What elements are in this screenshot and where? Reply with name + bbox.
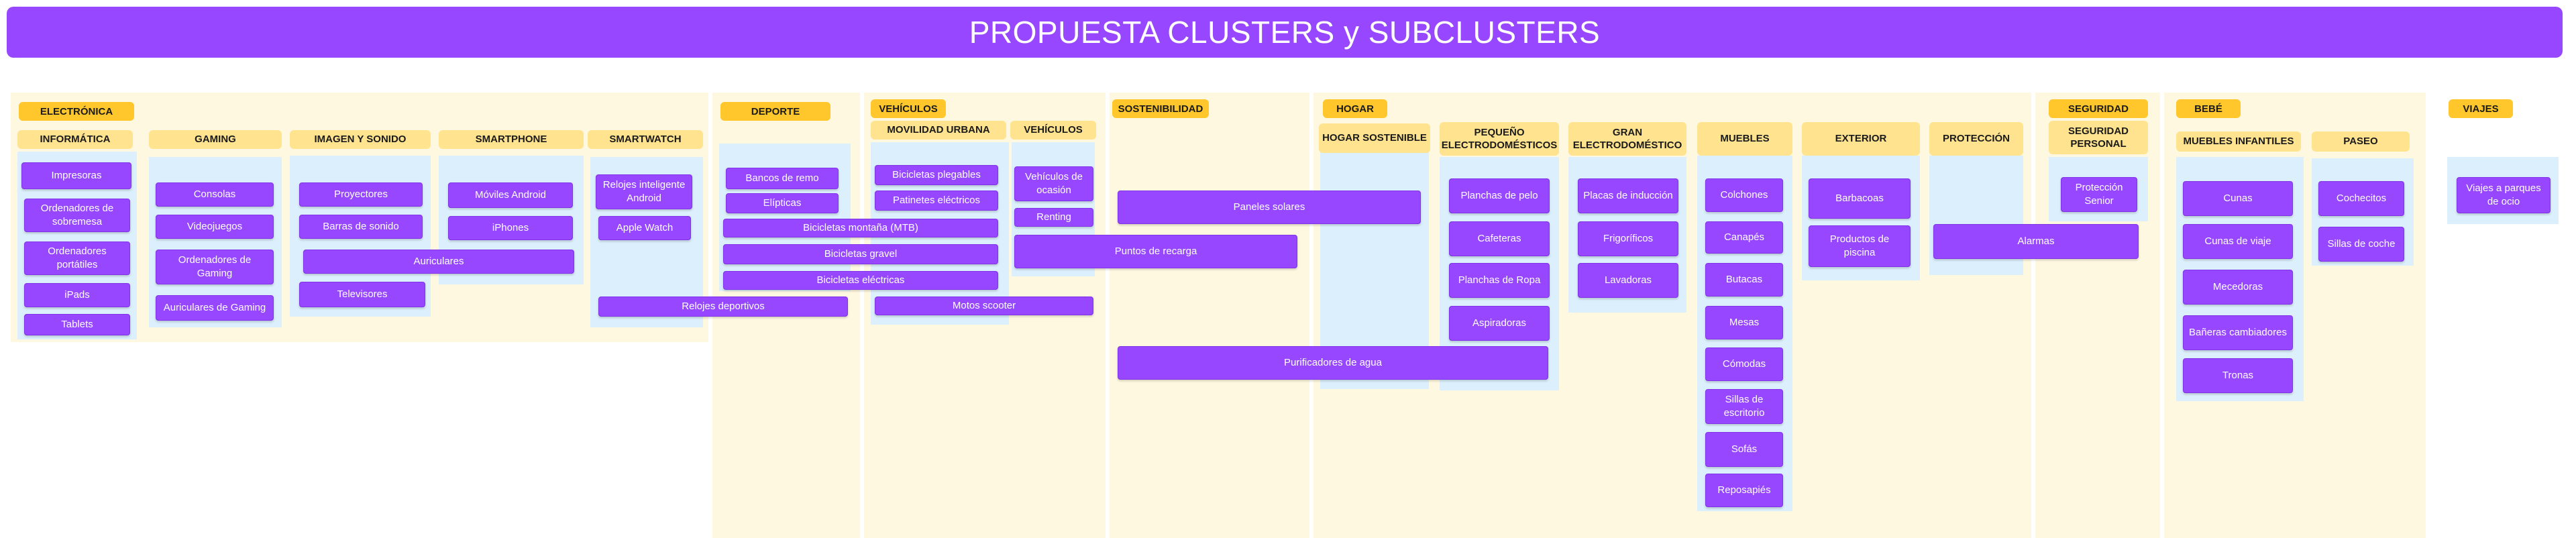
sublabel-muebles-infantiles: MUEBLES INFANTILES xyxy=(2176,131,2301,152)
item-consolas[interactable]: Consolas xyxy=(156,182,274,207)
item-colchones[interactable]: Colchones xyxy=(1705,178,1783,212)
item-relojes-inteligente-android[interactable]: Relojes inteligente Android xyxy=(596,174,692,209)
item-bicicletas-gravel[interactable]: Bicicletas gravel xyxy=(723,244,998,264)
item-butacas[interactable]: Butacas xyxy=(1705,263,1783,297)
item-reposapies[interactable]: Reposapiés xyxy=(1705,474,1783,507)
item-relojes-deportivos[interactable]: Relojes deportivos xyxy=(598,297,848,317)
sublabel-informatica: INFORMÁTICA xyxy=(17,130,133,149)
item-iphones[interactable]: iPhones xyxy=(448,216,573,240)
sublabel-paseo: PASEO xyxy=(2312,131,2410,152)
item-proteccion-senior[interactable]: Protección Senior xyxy=(2061,177,2137,212)
item-mesas[interactable]: Mesas xyxy=(1705,306,1783,339)
item-ordenadores-sobremesa[interactable]: Ordenadores de sobremesa xyxy=(24,199,130,232)
item-cunas[interactable]: Cunas xyxy=(2183,181,2293,216)
item-tablets[interactable]: Tablets xyxy=(24,314,130,335)
section-label-deporte: DEPORTE xyxy=(720,102,830,121)
item-baneras-cambiadores[interactable]: Bañeras cambiadores xyxy=(2183,315,2293,350)
item-aspiradoras[interactable]: Aspiradoras xyxy=(1449,306,1550,341)
item-vehiculos-ocasion[interactable]: Vehículos de ocasión xyxy=(1014,166,1093,201)
item-sillas-escritorio[interactable]: Sillas de escritorio xyxy=(1705,389,1783,424)
item-barbacoas[interactable]: Barbacoas xyxy=(1809,178,1911,219)
sublabel-smartwatch: SMARTWATCH xyxy=(588,130,703,149)
section-label-viajes: VIAJES xyxy=(2449,99,2513,118)
item-planchas-pelo[interactable]: Planchas de pelo xyxy=(1449,178,1550,213)
section-label-hogar: HOGAR xyxy=(1323,99,1387,118)
item-paneles-solares[interactable]: Paneles solares xyxy=(1118,191,1421,224)
sublabel-vehiculos: VEHÍCULOS xyxy=(1010,121,1096,140)
sublabel-hogar-sostenible: HOGAR SOSTENIBLE xyxy=(1319,123,1430,153)
sublabel-gaming: GAMING xyxy=(149,130,282,149)
sublabel-imagen-sonido: IMAGEN Y SONIDO xyxy=(290,130,431,149)
item-elipticas[interactable]: Elípticas xyxy=(726,193,839,213)
item-tronas[interactable]: Tronas xyxy=(2183,358,2293,393)
item-ipads[interactable]: iPads xyxy=(24,283,130,307)
item-lavadoras[interactable]: Lavadoras xyxy=(1578,263,1678,298)
item-televisores[interactable]: Televisores xyxy=(299,282,425,307)
sublabel-gran-electro: GRAN ELECTRODOMÉSTICO xyxy=(1568,122,1686,156)
sublabel-smartphone: SMARTPHONE xyxy=(439,130,584,149)
item-ordenadores-gaming[interactable]: Ordenadores de Gaming xyxy=(156,250,274,284)
sublabel-proteccion: PROTECCIÓN xyxy=(1929,122,2023,156)
area-deporte xyxy=(719,144,851,291)
item-comodas[interactable]: Cómodas xyxy=(1705,347,1783,381)
item-placas-induccion[interactable]: Placas de inducción xyxy=(1578,178,1678,213)
sublabel-muebles: MUEBLES xyxy=(1697,122,1792,156)
section-label-electronica: ELECTRÓNICA xyxy=(19,102,134,121)
item-cochecitos[interactable]: Cochecitos xyxy=(2318,181,2404,216)
item-viajes-parques-ocio[interactable]: Viajes a parques de ocio xyxy=(2457,177,2551,213)
item-motos-scooter[interactable]: Motos scooter xyxy=(875,297,1093,315)
item-puntos-recarga[interactable]: Puntos de recarga xyxy=(1014,235,1297,268)
sublabel-seguridad-personal: SEGURIDAD PERSONAL xyxy=(2049,121,2148,154)
sublabel-pequeno-electro: PEQUEÑO ELECTRODOMÉSTICOS xyxy=(1440,122,1559,156)
item-sofas[interactable]: Sofás xyxy=(1705,432,1783,467)
item-bicicletas-montana[interactable]: Bicicletas montaña (MTB) xyxy=(723,219,998,237)
item-purificadores-agua[interactable]: Purificadores de agua xyxy=(1118,346,1548,380)
item-bicicletas-electricas[interactable]: Bicicletas eléctricas xyxy=(723,271,998,290)
item-ordenadores-portatiles[interactable]: Ordenadores portátiles xyxy=(24,241,130,275)
item-cafeteras[interactable]: Cafeteras xyxy=(1449,221,1550,256)
item-renting[interactable]: Renting xyxy=(1014,208,1093,227)
item-frigorificos[interactable]: Frigoríficos xyxy=(1578,221,1678,256)
item-productos-piscina[interactable]: Productos de piscina xyxy=(1809,225,1911,267)
item-patinetes-electricos[interactable]: Patinetes eléctricos xyxy=(875,191,998,211)
item-apple-watch[interactable]: Apple Watch xyxy=(598,216,691,240)
item-videojuegos[interactable]: Videojuegos xyxy=(156,215,274,239)
section-label-vehiculos: VEHÍCULOS xyxy=(871,99,946,118)
item-moviles-android[interactable]: Móviles Android xyxy=(448,182,573,208)
item-canapes[interactable]: Canapés xyxy=(1705,221,1783,254)
sublabel-exterior: EXTERIOR xyxy=(1802,122,1920,156)
section-label-sostenibilidad: SOSTENIBILIDAD xyxy=(1112,99,1209,118)
item-barras-sonido[interactable]: Barras de sonido xyxy=(299,215,423,239)
section-sostenibilidad xyxy=(1110,93,1309,538)
item-proyectores[interactable]: Proyectores xyxy=(299,182,423,207)
item-auriculares[interactable]: Auriculares xyxy=(303,250,574,274)
item-bancos-remo[interactable]: Bancos de remo xyxy=(726,168,839,189)
item-cunas-viaje[interactable]: Cunas de viaje xyxy=(2183,224,2293,259)
item-auriculares-gaming[interactable]: Auriculares de Gaming xyxy=(156,295,274,321)
section-label-seguridad: SEGURIDAD xyxy=(2049,99,2148,118)
sublabel-movilidad-urbana: MOVILIDAD URBANA xyxy=(871,121,1006,140)
item-alarmas[interactable]: Alarmas xyxy=(1933,224,2139,259)
item-bicicletas-plegables[interactable]: Bicicletas plegables xyxy=(875,165,998,185)
item-planchas-ropa[interactable]: Planchas de Ropa xyxy=(1449,263,1550,298)
page-title: PROPUESTA CLUSTERS y SUBCLUSTERS xyxy=(969,15,1601,50)
section-label-bebe: BEBÉ xyxy=(2176,99,2241,118)
item-impresoras[interactable]: Impresoras xyxy=(21,162,131,189)
item-mecedoras[interactable]: Mecedoras xyxy=(2183,270,2293,305)
item-sillas-coche[interactable]: Sillas de coche xyxy=(2318,227,2404,262)
title-banner: PROPUESTA CLUSTERS y SUBCLUSTERS xyxy=(7,7,2563,58)
